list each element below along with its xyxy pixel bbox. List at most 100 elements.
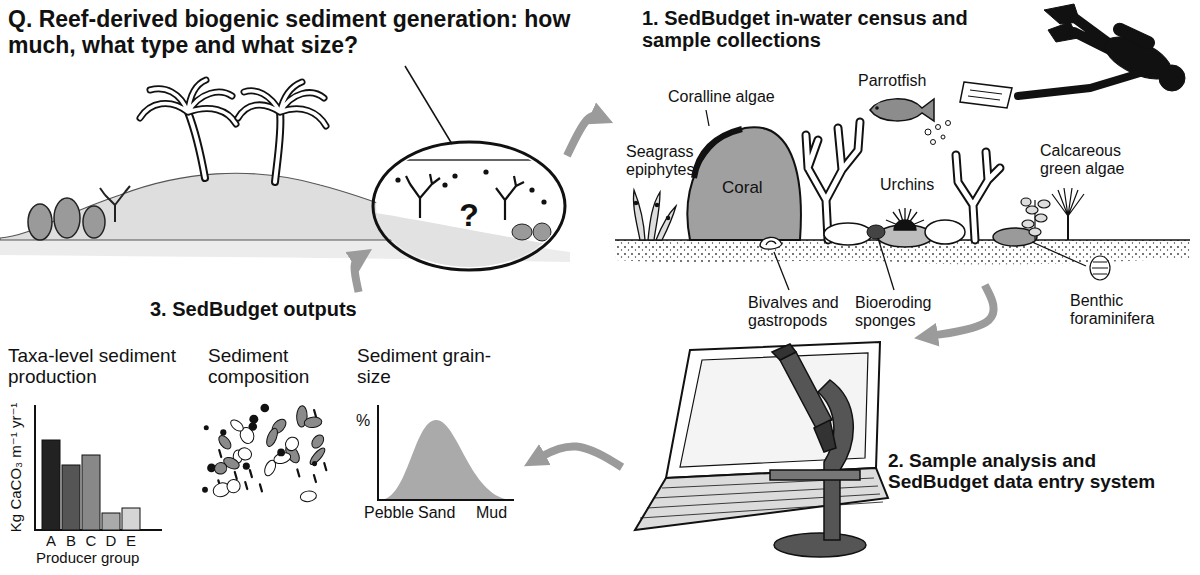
palm-tree (275, 112, 281, 182)
palm-tree (140, 80, 236, 124)
rocks (824, 223, 872, 245)
composition-grains (300, 490, 317, 503)
composition-grains (249, 422, 258, 431)
axis-tick: Sand (418, 504, 458, 522)
taxon-label: Parrotfish (858, 72, 948, 90)
step-panel: 2. Sample analysis and SedBudget data en… (622, 338, 1197, 573)
branching-coral (806, 122, 860, 240)
zoom-circle: ? (371, 140, 567, 272)
reef-scene (875, 106, 879, 110)
reef-scene (615, 4, 1190, 290)
zoomed-reef (370, 140, 570, 275)
clipboard (968, 90, 1002, 100)
composition-grains (297, 469, 299, 476)
taxon-label: Seagrass epiphytes (626, 143, 711, 179)
composition-grains (260, 484, 262, 491)
bubbles (936, 125, 941, 130)
microscope (780, 352, 832, 428)
zoomed-reef (483, 169, 488, 174)
flow-arrow (536, 446, 622, 467)
zoomed-reef (533, 223, 551, 241)
foraminifera (1092, 262, 1108, 274)
composition-grains (260, 404, 269, 413)
diver (1112, 21, 1157, 50)
composition-grains (237, 446, 254, 462)
taxon-label: Bioeroding sponges (855, 294, 950, 330)
seagrass (633, 190, 645, 240)
taxon-label: Bivalves and gastropods (748, 294, 853, 330)
calcareous-algae (1021, 188, 1084, 240)
step-heading: 3. SedBudget outputs (150, 298, 410, 320)
bubbles (946, 121, 951, 126)
palm-tree (238, 82, 326, 126)
composition-grains (314, 475, 316, 482)
clipboard (960, 82, 1012, 108)
urchin (886, 208, 924, 230)
island-scene (100, 186, 130, 222)
rocks (925, 220, 965, 244)
composition-grains (314, 410, 316, 417)
laptop (640, 478, 883, 518)
taxon-label: Coralline algae (668, 88, 798, 106)
shell (766, 241, 776, 245)
axis-tick: E (122, 533, 140, 550)
zoomed-reef (496, 176, 524, 220)
diagram-title: Q. Reef-derived biogenic sediment genera… (8, 6, 636, 59)
composition-grains (250, 470, 252, 477)
palm-tree (188, 112, 205, 178)
axis-tick: Pebble (364, 504, 414, 522)
foraminifera (1090, 256, 1110, 280)
composition-grains (202, 404, 327, 503)
composition-grains (243, 463, 250, 470)
foraminifera (1090, 256, 1110, 280)
seagrass (648, 192, 660, 240)
zoomed-reef (442, 182, 447, 187)
composition-grains (309, 433, 326, 451)
axis-tick: B (62, 533, 80, 550)
seagrass (633, 190, 676, 240)
composition-grains (229, 418, 246, 433)
composition-grains (312, 461, 317, 466)
bar-chart (82, 455, 100, 530)
calcareous-algae (1021, 198, 1031, 206)
bubbles (941, 135, 945, 139)
reef-scene (774, 252, 789, 290)
bar-chart (122, 508, 140, 530)
microscope (770, 470, 860, 480)
composition-grains (283, 435, 301, 454)
island-scene (0, 66, 570, 275)
island-scene (28, 204, 52, 240)
coral-boulder (687, 127, 800, 240)
taxon-label: Calcareous green algae (1040, 142, 1150, 178)
grain-size-chart (378, 405, 514, 500)
step-heading: 1. SedBudget in-water census and sample … (642, 7, 1032, 52)
axis-title: Producer group (36, 550, 176, 567)
zoomed-reef (512, 224, 532, 240)
diver (1159, 65, 1185, 91)
palm-tree (140, 80, 236, 124)
bar-chart (35, 405, 162, 530)
taxon-label: Urchins (880, 176, 950, 194)
zoomed-reef (529, 187, 534, 192)
composition-grains (277, 449, 285, 457)
chart-title: Taxa-level sediment production (8, 345, 203, 388)
grain-size-chart (378, 405, 514, 500)
step-panel: 3. SedBudget outputs (5, 292, 525, 572)
bubbles (925, 129, 931, 135)
zoomed-reef (452, 173, 457, 178)
bar-chart (62, 465, 80, 530)
calcareous-algae (1052, 188, 1084, 216)
composition-grains (204, 425, 209, 430)
chart-title: Sediment composition (208, 345, 338, 388)
composition-grains (304, 416, 323, 428)
zoom-outline (373, 142, 565, 270)
taxon-label: Coral (722, 178, 782, 197)
composition-grains (220, 429, 226, 435)
bar-chart (42, 440, 60, 530)
branching-coral (806, 122, 1000, 240)
palm-tree (275, 112, 281, 182)
composition-grains (213, 461, 228, 476)
seagrass (655, 203, 658, 206)
coralline-crust (694, 129, 742, 178)
axis-title: % (356, 412, 376, 430)
